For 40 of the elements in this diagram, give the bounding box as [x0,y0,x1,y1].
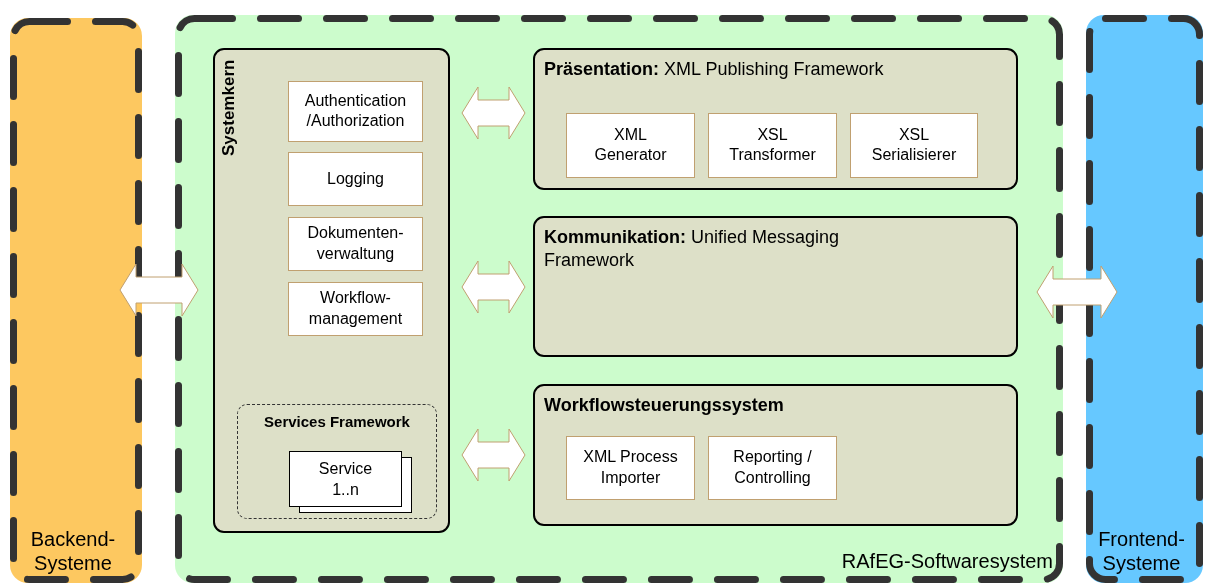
component-panel [533,216,1018,357]
double-arrow [461,86,526,140]
region-label: Frontend- Systeme [1097,527,1186,575]
framework-group [237,404,437,519]
panel-heading: Kommunikation: Unified Messaging Framework [544,226,841,271]
module-box [288,152,423,206]
double-arrow [461,260,526,314]
module-label: Authentication /Authorization [303,90,408,132]
double-arrow [119,263,199,317]
panel-heading: Workflowsteuerungssystem [544,394,784,417]
module-box [566,436,695,500]
system-region [10,18,142,583]
double-arrow [1036,265,1118,319]
double-arrow [461,428,526,482]
component-panel [533,48,1018,190]
module-box [288,81,423,142]
region-label: Backend- Systeme [29,527,117,575]
module-box [708,436,837,500]
module-label: XML Generator [593,124,668,166]
module-box [850,113,978,178]
module-label: XML Process Importer [582,447,679,488]
module-label: Logging [326,168,385,189]
component-panel [213,48,450,533]
system-region [175,15,1063,583]
module-label: Service 1..n [317,459,374,500]
module-box [708,113,837,178]
module-box [288,282,423,336]
module-box [288,217,423,271]
system-region [1086,15,1203,583]
module-box [566,113,695,178]
module-label: Reporting / Controlling [732,447,813,488]
module-label: Dokumenten- verwaltung [306,223,405,264]
panel-heading: Präsentation: XML Publishing Framework [544,58,884,81]
panel-heading: Systemkern [218,59,239,156]
region-label: RAfEG-Softwaresystem [841,549,1053,573]
module-label: XSL Transformer [728,124,817,166]
module-label: Workflow- management [307,288,404,329]
module-label: XSL Serialisierer [870,124,958,166]
group-heading: Services Framework [263,412,411,432]
component-panel [533,384,1018,526]
